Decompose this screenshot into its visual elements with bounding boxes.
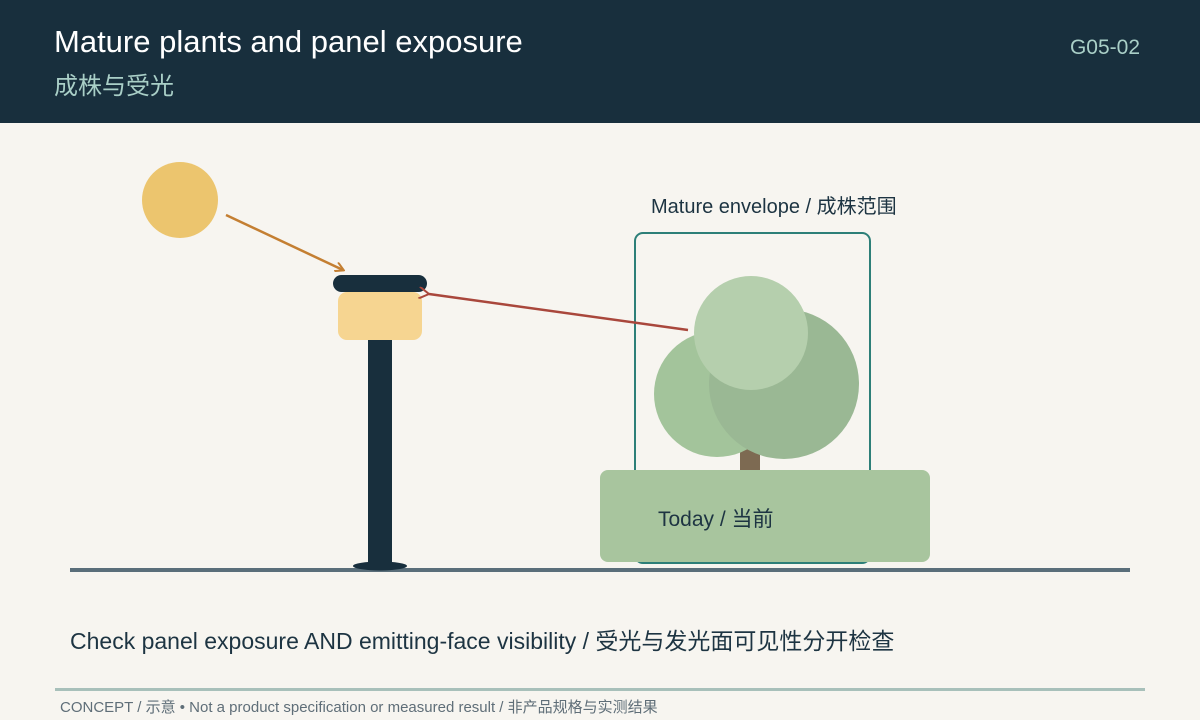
- lamp-pole: [368, 338, 392, 568]
- ground-line: [70, 568, 1130, 572]
- footer-disclaimer: CONCEPT / 示意 • Not a product specificati…: [60, 699, 658, 716]
- mature-envelope: [634, 232, 871, 564]
- figure-code: G05-02: [1069, 36, 1140, 59]
- header-bar: Mature plants and panel exposure 成株与受光 G…: [0, 0, 1200, 123]
- mature-envelope-label: Mature envelope / 成株范围: [651, 196, 897, 218]
- sunlight-arrow: [225, 213, 343, 270]
- tree-canopy-top: [694, 276, 808, 390]
- page-subtitle: 成株与受光: [54, 72, 174, 100]
- solar-lamp: [333, 275, 427, 571]
- check-note: Check panel exposure AND emitting-face v…: [70, 628, 895, 654]
- today-label: Today / 当前: [658, 508, 774, 531]
- today-planter: [600, 470, 930, 562]
- footer-divider: [55, 688, 1145, 691]
- tree: [654, 276, 859, 476]
- lamp-head: [338, 292, 422, 340]
- shading-arrow: [429, 294, 689, 332]
- sun-icon: [142, 162, 218, 238]
- page-title: Mature plants and panel exposure: [54, 24, 523, 59]
- solar-panel: [333, 275, 427, 292]
